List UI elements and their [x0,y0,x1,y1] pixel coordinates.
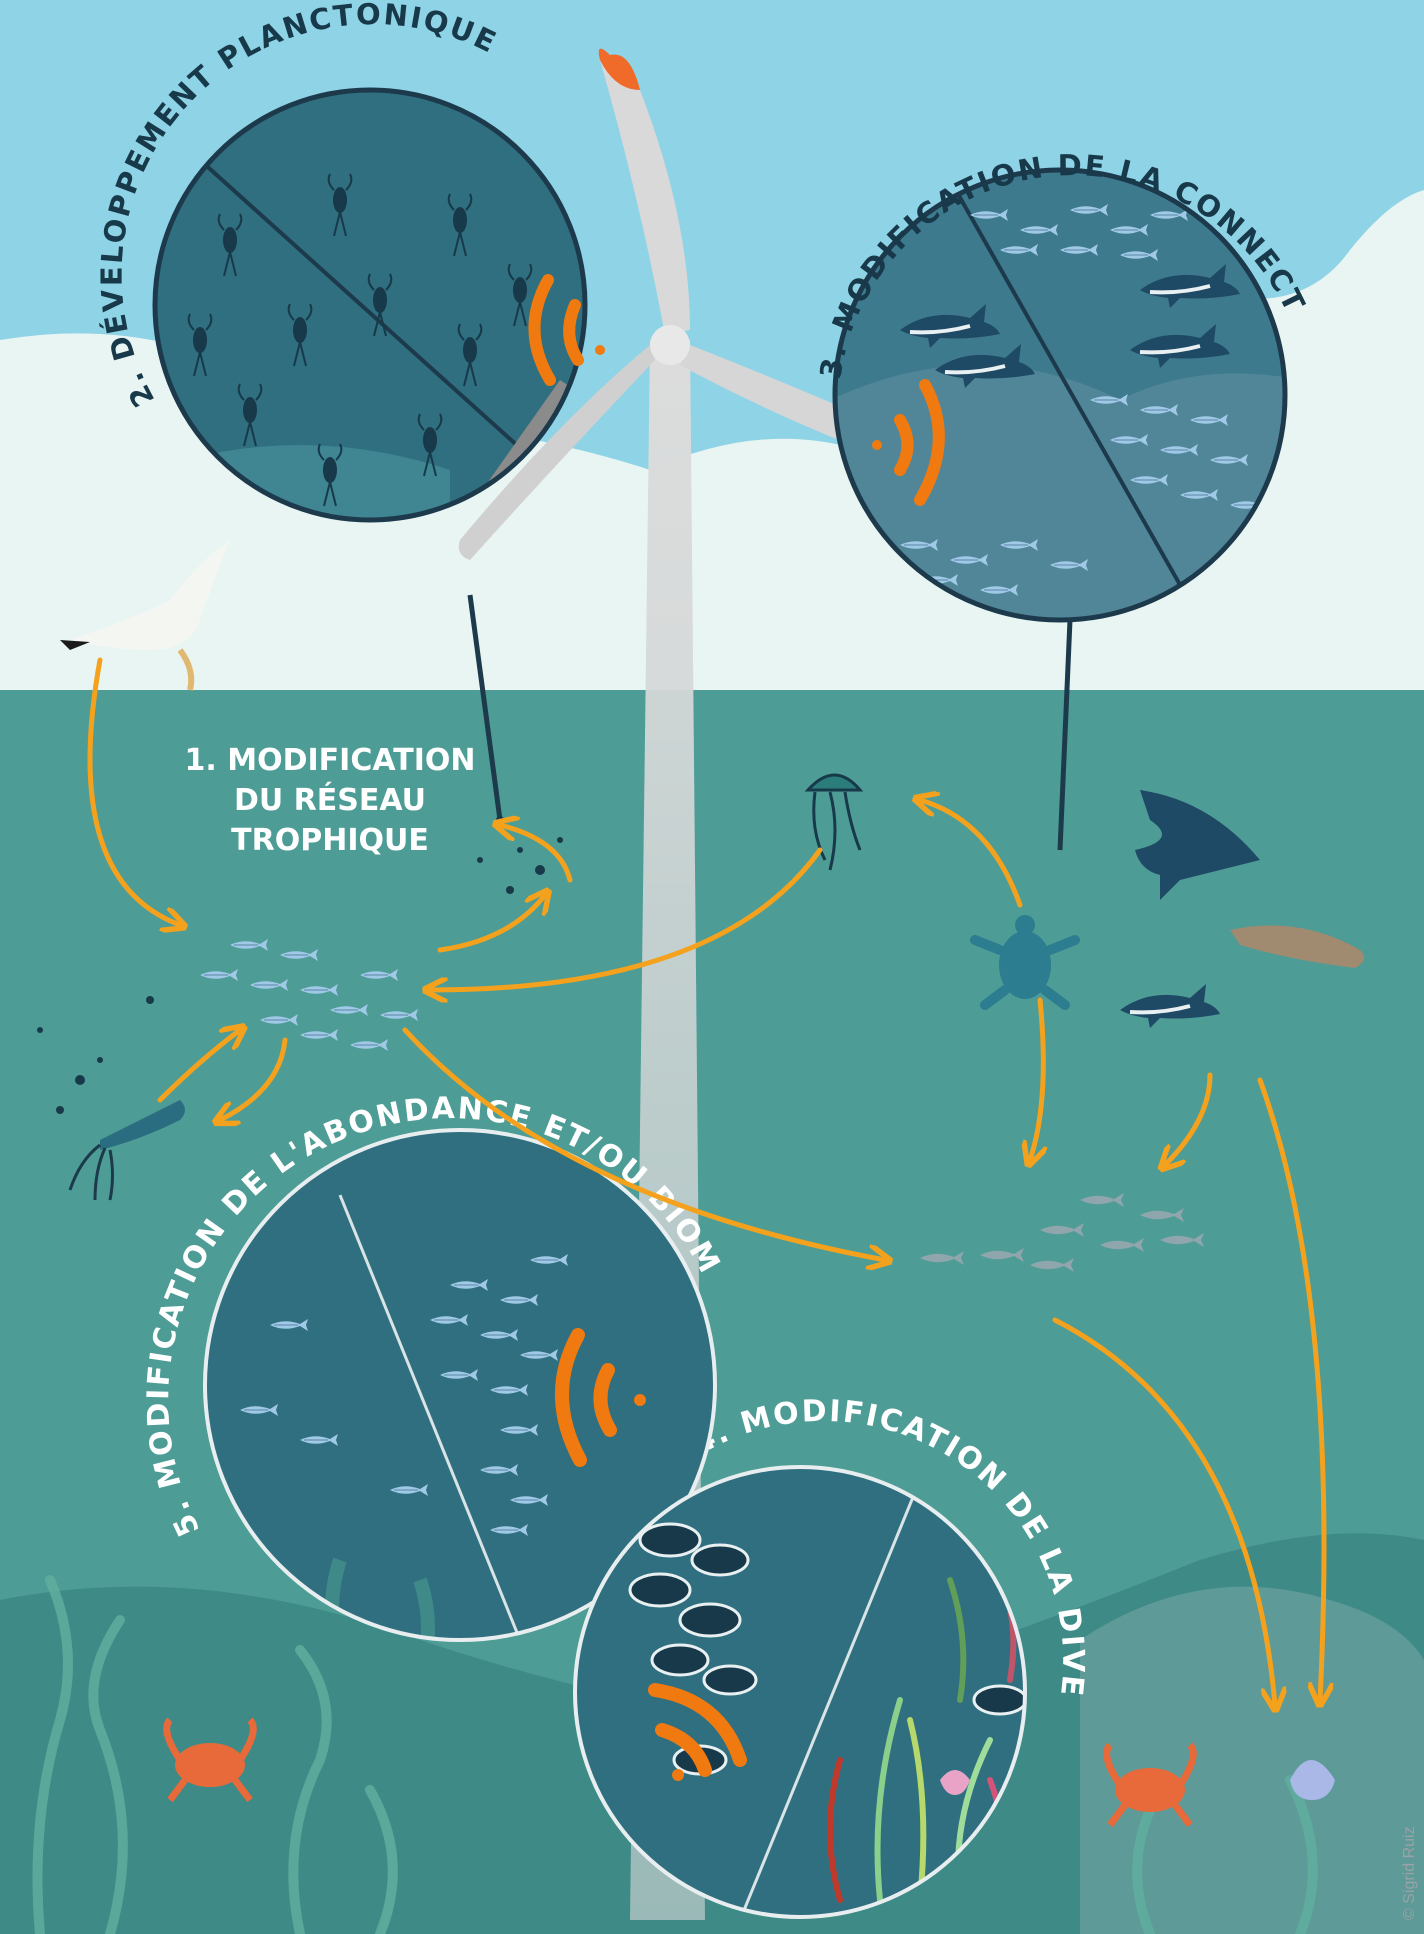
trophic-label-line3: TROPHIQUE [231,823,429,858]
seabed-rock [1080,1587,1424,1934]
turbine-hub [650,325,690,365]
diversity-circle [575,1467,1026,1920]
trophic-label-line1: 1. MODIFICATION [185,743,476,778]
image-credit: © Sigrid Ruiz [1401,1826,1418,1920]
trophic-label-line2: DU RÉSEAU [234,782,426,818]
